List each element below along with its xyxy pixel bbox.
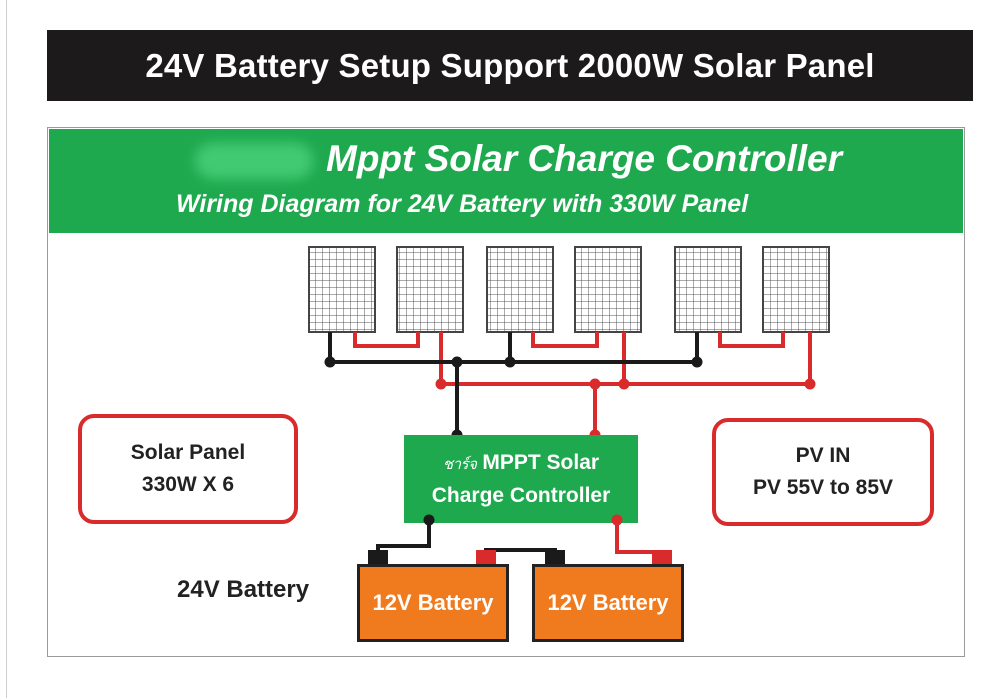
controller-logo: ชาร์จ <box>442 456 477 473</box>
junction-dot <box>618 378 630 390</box>
junction-dot <box>451 356 463 368</box>
banner-subtitle: Wiring Diagram for 24V Battery with 330W… <box>176 190 749 218</box>
battery-1-label: 12V Battery <box>372 590 494 615</box>
banner-title: Mppt Solar Charge Controller <box>326 138 842 179</box>
battery-1: 12V Battery <box>357 564 509 642</box>
controller-negative-terminal <box>423 514 435 526</box>
series-wire-1 <box>353 332 420 348</box>
solar-panel-2 <box>396 246 464 333</box>
solar-panel-4 <box>574 246 642 333</box>
controller-label-line2: Charge Controller <box>431 484 611 507</box>
page-edge-rule <box>6 0 7 698</box>
junction-dot <box>691 356 703 368</box>
pv-input-info-box: PV IN PV 55V to 85V <box>712 418 934 526</box>
blurred-logo <box>195 143 313 179</box>
charge-controller: ชาร์จ MPPT Solar Charge Controller <box>404 435 638 523</box>
junction-dot <box>589 378 601 390</box>
controller-label-line1: MPPT Solar <box>482 451 600 474</box>
pv-input-info-line1: PV IN <box>795 444 851 467</box>
solar-panel-info-line1: Solar Panel <box>130 441 246 464</box>
page-title: 24V Battery Setup Support 2000W Solar Pa… <box>47 30 973 101</box>
solar-panel-1 <box>308 246 376 333</box>
solar-panel-6 <box>762 246 830 333</box>
controller-positive-terminal <box>611 514 623 526</box>
series-wire-2 <box>531 332 599 348</box>
junction-dot <box>504 356 516 368</box>
battery-2-label: 12V Battery <box>547 590 669 615</box>
series-wires-red <box>353 332 785 348</box>
battery-bank-label: 24V Battery <box>177 576 310 603</box>
solar-panel-3 <box>486 246 554 333</box>
series-wire-3 <box>718 332 785 348</box>
junction-dot <box>804 378 816 390</box>
battery-2: 12V Battery <box>532 564 684 642</box>
solar-panel-info-box: Solar Panel 330W X 6 <box>78 414 298 524</box>
junction-dot <box>324 356 336 368</box>
solar-panel-info-line2: 330W X 6 <box>141 473 235 496</box>
pv-input-info-line2: PV 55V to 85V <box>752 476 894 499</box>
page-title-text: 24V Battery Setup Support 2000W Solar Pa… <box>145 46 875 84</box>
controller-line1: ชาร์จ MPPT Solar <box>443 447 599 480</box>
solar-panel-5 <box>674 246 742 333</box>
solar-panel-array <box>308 246 830 333</box>
junction-dot <box>435 378 447 390</box>
